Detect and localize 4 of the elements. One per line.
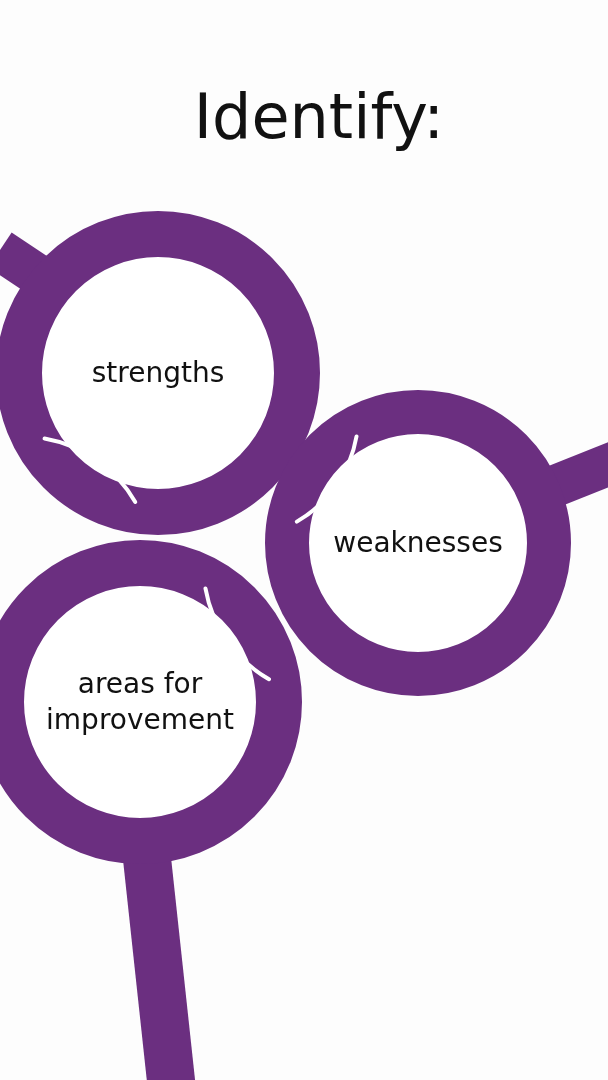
- node-label: areas for improvement: [45, 666, 235, 738]
- node-label: strengths: [90, 355, 226, 391]
- node-label: weaknesses: [332, 525, 504, 561]
- title: Identify:: [193, 80, 445, 153]
